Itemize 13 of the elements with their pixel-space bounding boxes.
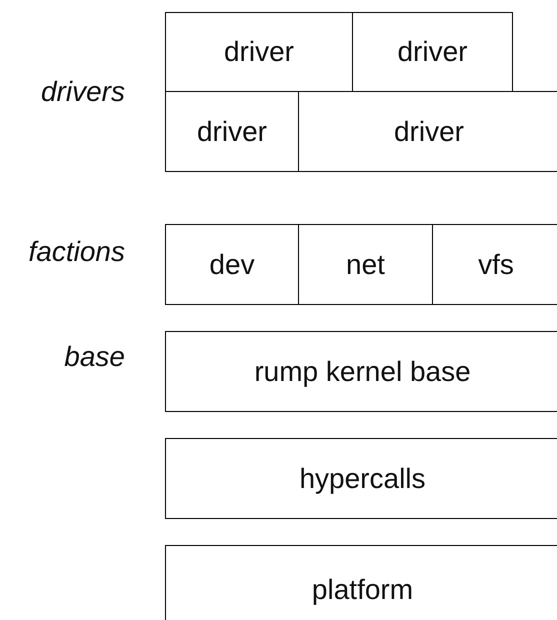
faction-box: net [298,224,433,305]
driver-box: driver [165,12,353,92]
layer-box: platform [165,545,557,620]
driver-box: driver [352,12,513,92]
faction-box: vfs [432,224,557,305]
layer-box: hypercalls [165,438,557,519]
layer-label: base [63,341,125,373]
layer-label: drivers [40,76,125,108]
layer-box: rump kernel base [165,331,557,412]
faction-box: dev [165,224,299,305]
driver-box: driver [298,91,557,172]
driver-box: driver [165,91,299,172]
layer-label: factions [28,236,125,268]
